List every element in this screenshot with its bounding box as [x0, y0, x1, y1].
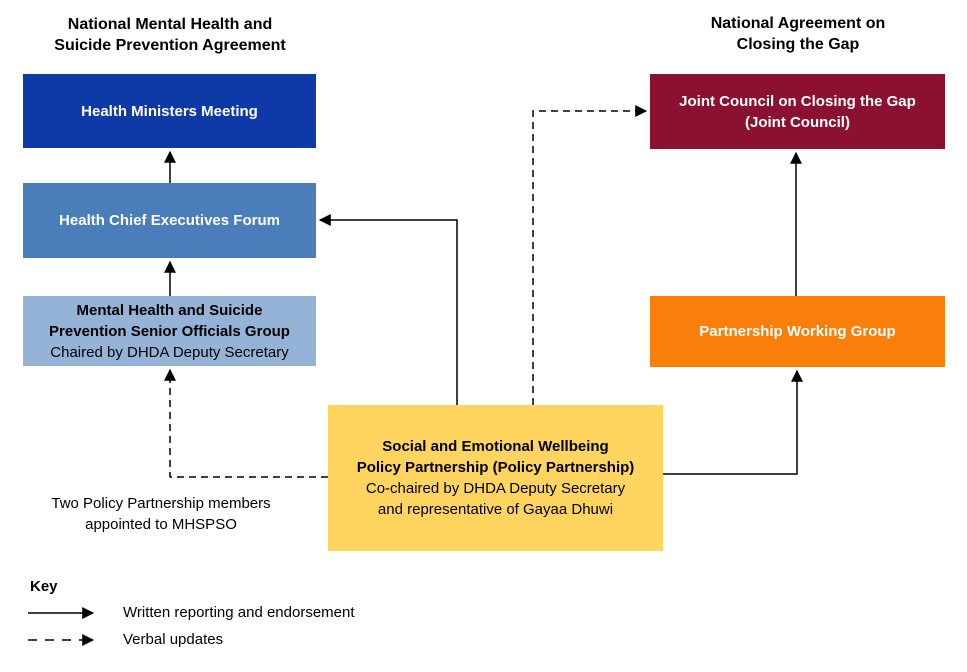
key-label: Written reporting and endorsement	[123, 604, 355, 621]
box-title: Joint Council on Closing the Gap (Joint …	[679, 92, 916, 131]
box-joint-council-closing-the-gap: Joint Council on Closing the Gap (Joint …	[650, 74, 945, 149]
heading-national-agreement-closing-the-gap: National Agreement on Closing the Gap	[710, 15, 886, 53]
box-partnership-working-group: Partnership Working Group	[650, 296, 945, 367]
solid-arrow-icon	[28, 607, 95, 619]
box-health-chief-executives-forum: Health Chief Executives Forum	[23, 183, 316, 258]
dashed-arrow-icon	[28, 634, 95, 646]
heading-national-mental-health-agreement: National Mental Health and Suicide Preve…	[54, 16, 286, 54]
key-item-verbal-updates: Verbal updates	[27, 631, 223, 649]
box-health-ministers-meeting: Health Ministers Meeting	[23, 74, 316, 148]
box-subtitle: Chaired by DHDA Deputy Secretary	[50, 343, 289, 361]
box-title: Mental Health and Suicide Prevention Sen…	[49, 301, 290, 340]
box-mental-health-suicide-prevention-senior-officials-group: Mental Health and Suicide Prevention Sen…	[23, 296, 316, 366]
arrow-pp-to-joint-council-dashed	[532, 105, 648, 405]
annotation-two-policy-partnership-members: Two Policy Partnership members appointed…	[51, 495, 271, 533]
box-title: Social and Emotional Wellbeing Policy Pa…	[356, 438, 635, 476]
key-title: Key	[30, 578, 58, 595]
key-item-written-reporting: Written reporting and endorsement	[27, 604, 355, 622]
box-title: Health Ministers Meeting	[81, 102, 258, 120]
box-title: Health Chief Executives Forum	[59, 212, 280, 229]
arrow-pp-to-mhspso-dashed	[164, 368, 328, 478]
arrow-pp-to-hcef	[318, 214, 458, 405]
arrow-pp-to-pwg	[663, 369, 803, 475]
box-subtitle: Co-chaired by DHDA Deputy Secretary and …	[365, 480, 626, 518]
box-social-emotional-wellbeing-policy-partnership: Social and Emotional Wellbeing Policy Pa…	[328, 405, 663, 551]
box-title: Partnership Working Group	[699, 323, 896, 340]
key-label: Verbal updates	[123, 631, 224, 648]
